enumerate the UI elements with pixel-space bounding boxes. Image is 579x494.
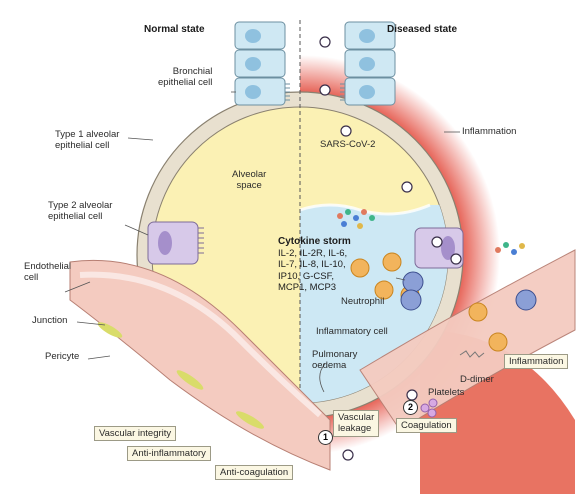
inflammatory-cell-icons [400,271,537,311]
inflammatory-cell-label: Inflammatory cell [316,326,388,337]
platelets-label: Platelets [428,387,465,398]
junction-label: Junction [32,315,68,326]
cytokine-storm: Cytokine storm IL-2, IL-2R, IL-6, IL-7, … [278,236,351,294]
bronchial-cells [234,21,396,106]
coagulation-box: Coagulation [396,418,457,434]
inflammation-box: Inflammation [504,354,569,370]
normal-state-title: Normal state [144,24,205,35]
vascular-integrity-box: Vascular integrity [94,426,177,442]
step-1-badge: 1 [318,430,333,445]
anti-inflammatory-box: Anti-inflammatory [127,446,211,462]
neutrophil-label: Neutrophil [341,296,385,307]
type2-cell-left [147,221,204,265]
virus-icons [319,36,462,461]
inflammation-label: Inflammation [462,126,517,137]
neutrophil-icons [350,252,508,352]
step-2-badge: 2 [403,400,418,415]
cytokine-storm-title: Cytokine storm [278,236,351,247]
diseased-state-title: Diseased state [387,24,458,35]
leader-lines [64,91,460,393]
d-dimer-label: D-dimer [460,374,494,385]
platelet-icons [420,398,438,418]
cytokine-dots [337,209,525,255]
sars-label: SARS-CoV-2 [320,139,376,150]
d-dimer-icon [459,350,485,358]
pericyte-label: Pericyte [45,351,80,362]
anti-coagulation-box: Anti-coagulation [215,465,294,481]
